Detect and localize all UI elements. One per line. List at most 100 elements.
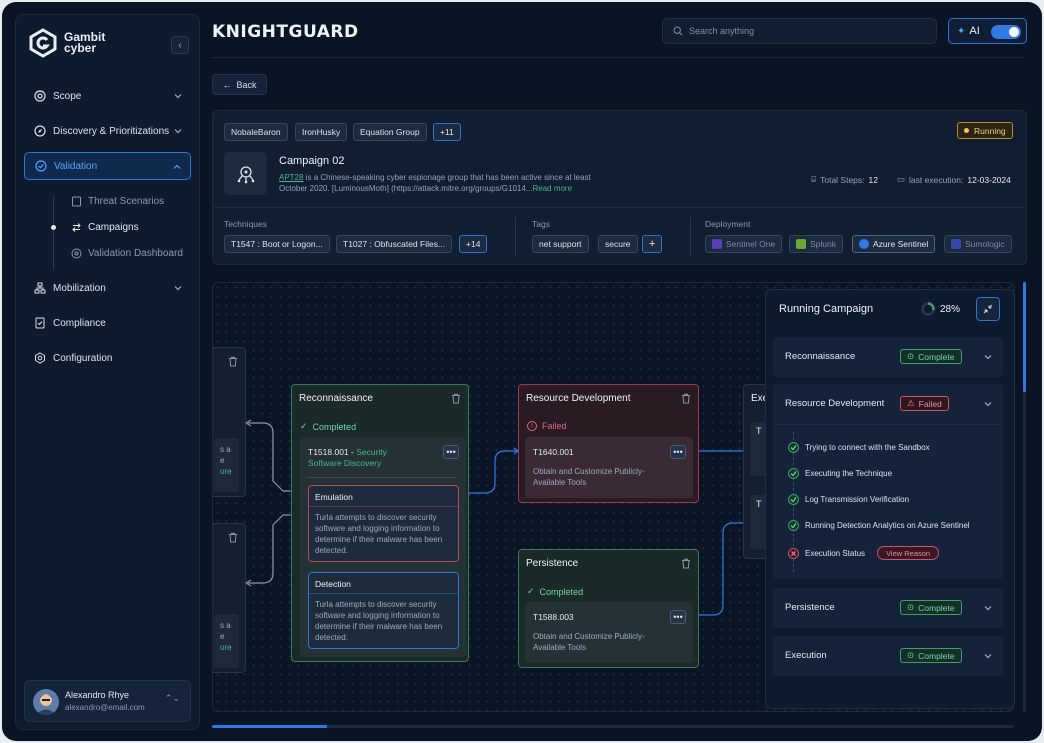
user-profile[interactable]: Alexandro Rhye alexandro@email.com ⌃⌄ xyxy=(24,680,191,722)
sidebar-subitem-campaigns[interactable]: Campaigns xyxy=(71,222,139,233)
gear-icon xyxy=(35,352,45,364)
subitem-label: Threat Scenarios xyxy=(88,196,165,207)
collapse-sidebar-button[interactable]: ‹ xyxy=(171,36,189,54)
tag-chip[interactable]: secure xyxy=(598,235,638,253)
more-options-button[interactable]: ••• xyxy=(670,610,686,624)
technique-card[interactable]: T1588.003 ••• Obtain and Customize Publi… xyxy=(525,602,693,663)
sub-step-label: Log Transmission Verification xyxy=(805,495,910,504)
persistence-node[interactable]: Persistence ✓Completed T1588.003 ••• Obt… xyxy=(518,549,699,668)
view-reason-button[interactable]: View Reason xyxy=(877,546,940,560)
divider xyxy=(309,593,458,594)
trash-icon[interactable] xyxy=(451,393,461,404)
node-status: ✓Completed xyxy=(527,586,583,597)
sidebar-item-compliance[interactable]: Compliance xyxy=(24,309,191,337)
check-circle-icon xyxy=(788,468,799,479)
step-resource-development[interactable]: Resource Development ⚠Failed Trying to c… xyxy=(773,384,1003,579)
ai-toggle[interactable]: ✦ AI xyxy=(948,18,1027,44)
apt-link[interactable]: APT28 xyxy=(279,173,304,182)
sidebar-item-label: Configuration xyxy=(53,352,113,364)
shield-check-icon xyxy=(35,160,47,172)
trash-icon xyxy=(229,356,237,367)
x-circle-icon xyxy=(788,547,799,559)
reconnaissance-node[interactable]: Reconnaissance ✓Completed T1518.001 - Se… xyxy=(291,384,469,662)
technique-desc: Obtain and Customize Publicly-Available … xyxy=(533,467,645,487)
add-tag-button[interactable]: + xyxy=(642,235,663,253)
group-chip[interactable]: Equation Group xyxy=(353,123,427,141)
last-exec-label: last execution: xyxy=(909,174,964,185)
file-check-icon xyxy=(35,317,45,329)
current-dot xyxy=(51,225,56,230)
scroll-thumb[interactable] xyxy=(1023,282,1026,392)
chevron-down-icon[interactable] xyxy=(983,352,993,362)
detection-card[interactable]: Detection Turla attempts to discover sec… xyxy=(308,572,459,649)
sparkle-icon: ✦ xyxy=(957,25,966,37)
step-execution[interactable]: Execution ⊙Complete xyxy=(773,636,1003,676)
step-persistence[interactable]: Persistence ⊙Complete xyxy=(773,588,1003,628)
network-icon xyxy=(34,282,46,294)
sidebar-item-mobilization[interactable]: Mobilization xyxy=(24,274,191,302)
step-reconnaissance[interactable]: Reconnaissance ⊙Complete xyxy=(773,337,1003,377)
sidebar-subitem-threat-scenarios[interactable]: Threat Scenarios xyxy=(71,196,164,207)
deployment-sumologic[interactable]: Sumologic xyxy=(944,235,1012,253)
deployment-azure-sentinel[interactable]: Azure Sentinel xyxy=(852,235,936,253)
node-title: Persistence xyxy=(526,558,579,569)
sub-step-label: Running Detection Analytics on Azure Sen… xyxy=(805,521,970,530)
status-text: Completed xyxy=(312,421,357,432)
chevron-down-icon[interactable] xyxy=(983,399,993,409)
chevron-down-icon[interactable] xyxy=(983,651,993,661)
sidebar-item-validation[interactable]: Validation xyxy=(24,152,191,180)
tid-name: Software Discovery xyxy=(308,458,382,468)
last-execution: ▭ last execution: 12-03-2024 xyxy=(897,174,1011,185)
read-more-link[interactable]: Read more xyxy=(532,184,573,193)
technique-desc: Obtain and Customize Publicly-Available … xyxy=(533,632,645,652)
sidebar-subitem-validation-dashboard[interactable]: Validation Dashboard xyxy=(71,248,183,259)
minimize-button[interactable] xyxy=(976,297,1000,321)
trash-icon xyxy=(229,532,237,543)
partial-text: s a xyxy=(220,445,231,454)
search-input[interactable]: Search anything xyxy=(662,18,937,44)
panel-title: Running Campaign xyxy=(779,303,874,315)
trash-icon[interactable] xyxy=(681,393,691,404)
vertical-scrollbar[interactable] xyxy=(1023,282,1026,712)
resource-development-node[interactable]: Resource Development !Failed T1640.001 •… xyxy=(518,384,699,503)
badge-label: Complete xyxy=(918,351,955,362)
azure-sentinel-icon xyxy=(859,239,869,249)
tid-code: T1518.001 - xyxy=(308,447,357,457)
logo-text-line2: cyber xyxy=(64,41,97,55)
sidebar-item-configuration[interactable]: Configuration xyxy=(24,344,191,372)
emulation-card[interactable]: Emulation Turla attempts to discover sec… xyxy=(308,485,459,562)
more-groups-chip[interactable]: +11 xyxy=(433,123,461,141)
steps-icon: ⌸ xyxy=(811,174,817,184)
detection-desc: Turla attempts to discover security soft… xyxy=(315,600,443,642)
group-chip[interactable]: NobaleBaron xyxy=(224,123,288,141)
deployment-sentinel-one[interactable]: Sentinel One xyxy=(705,235,783,253)
technique-chip[interactable]: T1027 : Obfuscated Files... xyxy=(336,235,453,253)
back-button[interactable]: ← Back xyxy=(212,74,267,95)
technique-card[interactable]: T1640.001 ••• Obtain and Customize Publi… xyxy=(525,437,693,498)
sidebar-item-scope[interactable]: Scope xyxy=(24,82,191,110)
logo-text-line1: Gambit xyxy=(64,30,106,44)
tag-chip[interactable]: net support xyxy=(532,235,589,253)
technique-chip[interactable]: T1547 : Boot or Logon... xyxy=(224,235,330,253)
trash-icon[interactable] xyxy=(681,558,691,569)
chevron-down-icon[interactable] xyxy=(983,603,993,613)
deployment-splunk[interactable]: Splunk xyxy=(789,235,843,253)
group-chip[interactable]: IronHusky xyxy=(295,123,348,141)
sidebar-item-discovery[interactable]: Discovery & Prioritizations xyxy=(24,117,191,145)
scroll-thumb[interactable] xyxy=(212,725,327,728)
badge-label: Failed xyxy=(918,398,942,409)
horizontal-scrollbar[interactable] xyxy=(212,725,1014,728)
subitem-label: Validation Dashboard xyxy=(88,248,183,259)
more-options-button[interactable]: ••• xyxy=(443,445,459,459)
more-options-button[interactable]: ••• xyxy=(670,445,686,459)
more-techniques-chip[interactable]: +14 xyxy=(459,235,488,253)
back-label: Back xyxy=(236,79,257,90)
ai-switch[interactable] xyxy=(991,25,1021,39)
user-email: alexandro@email.com xyxy=(65,703,145,712)
status-text: Completed xyxy=(539,586,584,597)
deployment-label: Sumologic xyxy=(965,239,1005,249)
node-title: Reconnaissance xyxy=(299,393,373,404)
